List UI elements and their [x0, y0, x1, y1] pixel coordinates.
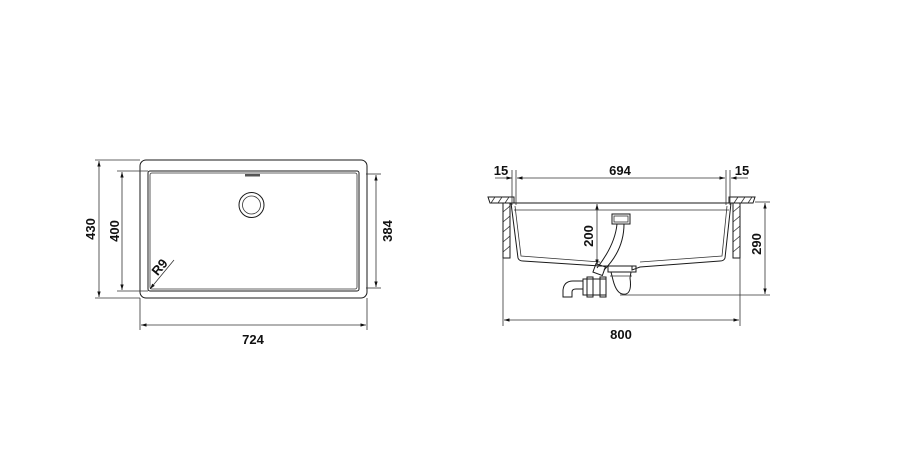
overflow-hose — [596, 223, 625, 271]
sink-bowl-inner-outline — [149, 172, 358, 290]
dim-overall-width: 724 — [242, 332, 264, 347]
overflow-slot — [245, 174, 260, 177]
dim-corner-radius: R9 — [148, 256, 170, 278]
dim-total-height: 290 — [749, 233, 764, 255]
dim-bowl-depth: 384 — [380, 219, 395, 241]
sink-outer-outline — [139, 159, 368, 299]
countertop-left — [487, 196, 515, 259]
dim-rim-left: 15 — [494, 163, 508, 178]
section-view: 15 694 15 200 290 800 — [487, 163, 770, 342]
countertop-right — [728, 196, 756, 259]
sink-section-outline — [510, 202, 732, 271]
drain-trap — [607, 265, 637, 273]
dim-cutout-width: 800 — [610, 327, 632, 342]
dim-bowl-height: 200 — [581, 225, 596, 247]
overflow-fitting — [611, 213, 631, 225]
sink-bowl-outline — [147, 170, 360, 292]
dim-inner-depth: 400 — [107, 220, 122, 242]
plan-view: 430 400 384 724 R9 — [83, 159, 395, 347]
drain-icon — [238, 192, 265, 218]
outlet-pipe — [562, 262, 607, 298]
dim-rim-right: 15 — [735, 163, 749, 178]
drain-inner-ring — [242, 195, 261, 215]
dim-bowl-width: 694 — [609, 163, 631, 178]
dim-overall-depth: 430 — [83, 218, 98, 240]
